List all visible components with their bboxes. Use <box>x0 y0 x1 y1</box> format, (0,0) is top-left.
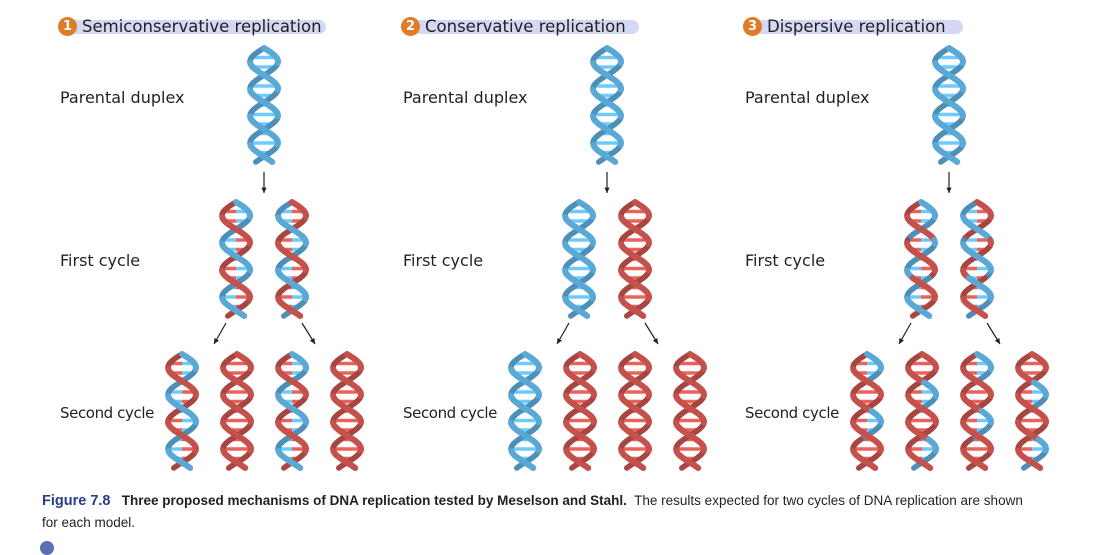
panel-heading: 2 Conservative replication <box>401 14 626 38</box>
second-cycle-helix <box>333 354 361 468</box>
arrow <box>604 172 609 193</box>
first-cycle-helix <box>222 202 250 316</box>
parental-helix <box>935 48 963 162</box>
panel-semiconservative: 1 Semiconservative replication Parental … <box>54 0 394 480</box>
arrow <box>946 172 951 193</box>
arrow <box>899 323 911 344</box>
arrow <box>261 172 266 193</box>
second-cycle-helix <box>621 354 649 468</box>
panel-title: Conservative replication <box>425 17 626 36</box>
replication-diagram <box>397 0 737 480</box>
panel-heading: 3 Dispersive replication <box>743 14 946 38</box>
first-cycle-helix <box>621 202 649 316</box>
second-cycle-helix <box>853 354 881 468</box>
first-cycle-helix <box>907 202 935 316</box>
replication-diagram <box>54 0 394 480</box>
second-cycle-helix <box>223 354 251 468</box>
panel-heading: 1 Semiconservative replication <box>58 14 322 38</box>
first-cycle-helix <box>565 202 593 316</box>
second-cycle-helix <box>676 354 704 468</box>
parental-helix <box>593 48 621 162</box>
panel-conservative: 2 Conservative replication Parental dupl… <box>397 0 737 480</box>
first-cycle-helix <box>278 202 306 316</box>
arrow <box>557 323 569 344</box>
figure-caption: Figure 7.8 Three proposed mechanisms of … <box>42 490 1042 533</box>
second-cycle-helix <box>511 354 539 468</box>
second-cycle-helix <box>278 354 306 468</box>
figure-label: Figure 7.8 <box>42 493 111 509</box>
step-badge: 1 <box>58 17 77 36</box>
parental-helix <box>250 48 278 162</box>
first-cycle-helix <box>963 202 991 316</box>
arrow <box>302 323 315 344</box>
panel-title: Dispersive replication <box>767 17 946 36</box>
arrow <box>987 323 1000 344</box>
step-badge: 3 <box>743 17 762 36</box>
corner-marker <box>40 541 54 555</box>
panel-title: Semiconservative replication <box>82 17 322 36</box>
figure-title: Three proposed mechanisms of DNA replica… <box>122 493 627 508</box>
arrow <box>645 323 658 344</box>
replication-diagram <box>739 0 1079 480</box>
second-cycle-helix <box>566 354 594 468</box>
arrow <box>214 323 226 344</box>
panel-dispersive: 3 Dispersive replication Parental duplex… <box>739 0 1079 480</box>
second-cycle-helix <box>963 354 991 468</box>
step-badge: 2 <box>401 17 420 36</box>
second-cycle-helix <box>1018 354 1046 468</box>
second-cycle-helix <box>908 354 936 468</box>
second-cycle-helix <box>168 354 196 468</box>
